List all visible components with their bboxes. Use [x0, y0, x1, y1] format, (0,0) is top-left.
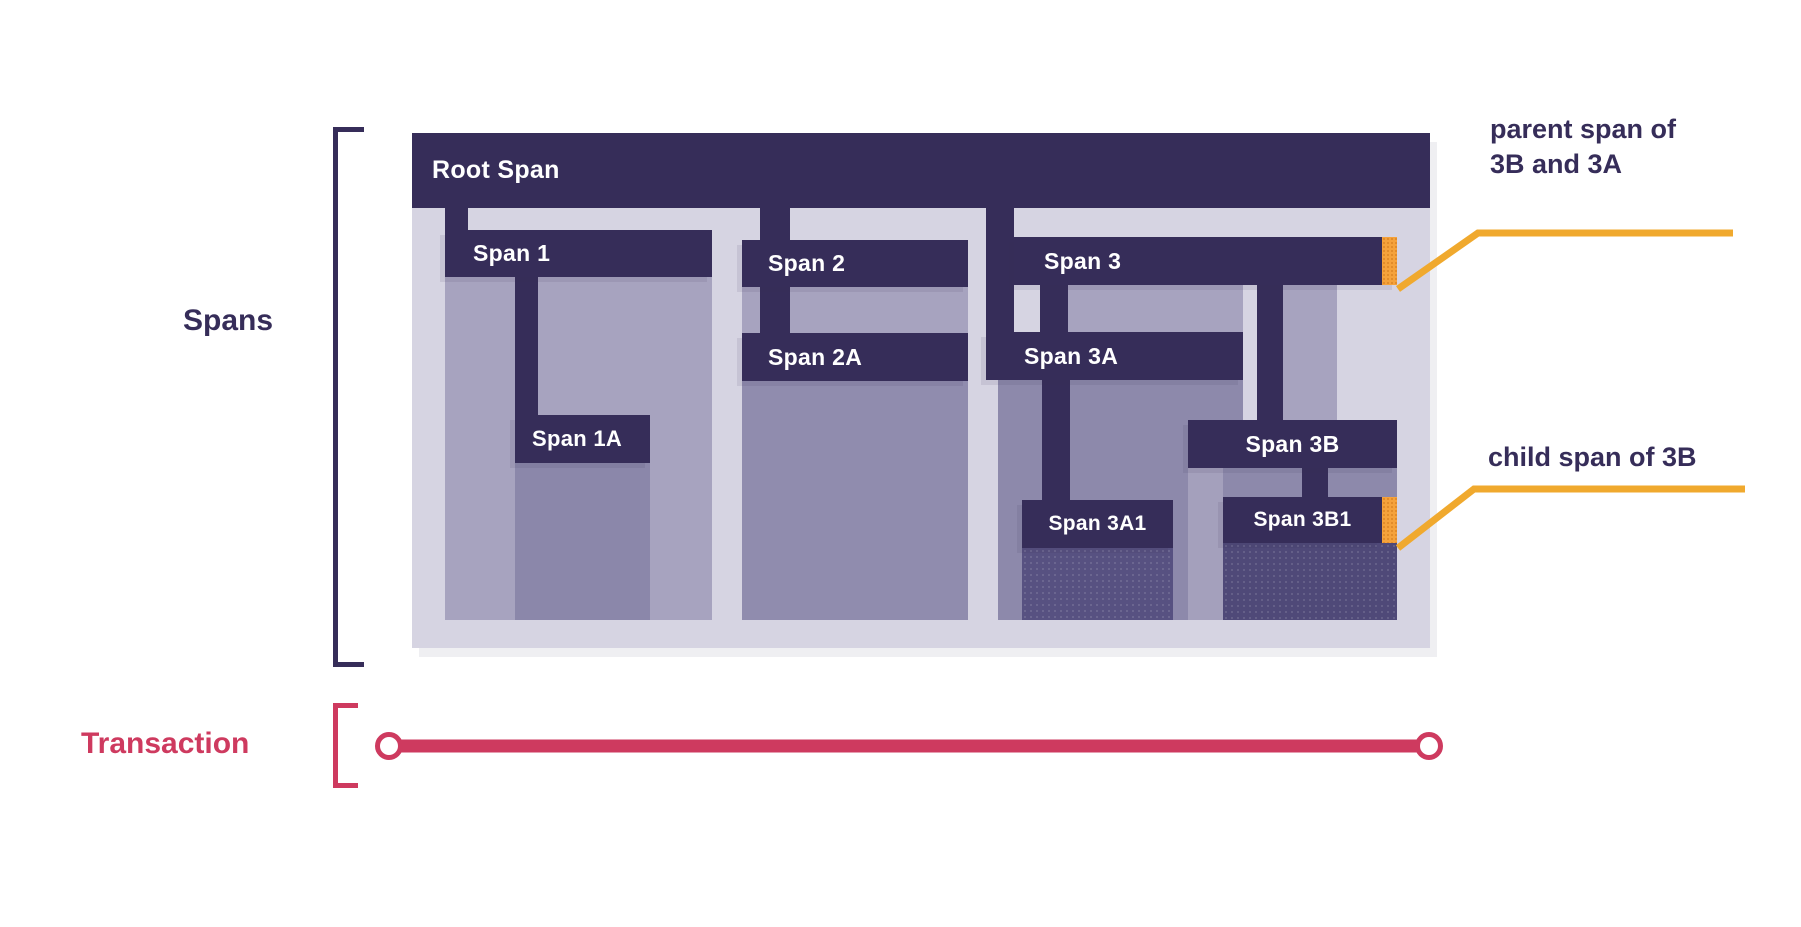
span3-to-span3b-connector: [1257, 285, 1283, 422]
span3-highlight-marker-icon: [1382, 237, 1397, 285]
root-span-bar: Root Span: [412, 133, 1430, 208]
span3b1-body: [1223, 543, 1397, 620]
span3-label: Span 3: [1044, 247, 1122, 274]
spans-bracket-icon: [333, 127, 364, 667]
transaction-bracket-icon: [333, 703, 358, 788]
span2a-bar: Span 2A: [742, 333, 968, 381]
spans-side-label: Spans: [183, 304, 273, 338]
span3b1-label: Span 3B1: [1253, 508, 1352, 531]
span3a-label: Span 3A: [1024, 342, 1119, 369]
span1a-label: Span 1A: [532, 426, 623, 451]
span3a1-body: [1022, 548, 1173, 620]
child-span-annotation-text: child span of 3B: [1488, 442, 1697, 472]
child-span-annotation: child span of 3B: [1488, 440, 1697, 475]
span3-bar: Span 3: [1014, 237, 1397, 285]
span3b1-highlight-marker-icon: [1382, 497, 1397, 543]
transaction-side-label-text: Transaction: [81, 727, 250, 760]
span1a-body: [515, 463, 650, 620]
span3b-to-span3b1-connector: [1302, 468, 1328, 499]
span3a1-label: Span 3A1: [1048, 512, 1147, 535]
span3a1-bar: Span 3A1: [1022, 500, 1173, 548]
span1a-bar: Span 1A: [515, 415, 650, 463]
span3b1-bar: Span 3B1: [1223, 497, 1382, 543]
span3-to-span3a-connector: [1040, 285, 1068, 334]
span3a-to-span3a1-connector: [1042, 380, 1070, 502]
transaction-start-endpoint-icon: [375, 732, 403, 760]
span3-body-right: [1283, 285, 1337, 420]
parent-callout-line: [1395, 229, 1733, 292]
span1-bar: Span 1: [445, 230, 712, 277]
root-span-label: Root Span: [432, 156, 560, 184]
span1-label: Span 1: [473, 240, 551, 266]
span2a-label: Span 2A: [768, 343, 863, 370]
parent-span-annotation-line1: parent span of: [1490, 114, 1677, 144]
child-callout-line: [1395, 485, 1745, 551]
span1-to-span1a-connector: [515, 277, 538, 417]
span2-bar: Span 2: [742, 240, 968, 287]
root-to-span1-connector: [445, 208, 468, 233]
spans-side-label-text: Spans: [183, 304, 274, 337]
root-to-span3a-connector: [986, 208, 1014, 334]
span2a-body: [742, 381, 968, 620]
span3-body-left: [1068, 285, 1243, 332]
span3b-bar: Span 3B: [1188, 420, 1397, 468]
span3a-bar: Span 3A: [986, 332, 1243, 380]
span3b-label: Span 3B: [1245, 430, 1340, 457]
transaction-end-endpoint-icon: [1415, 732, 1443, 760]
span2-label: Span 2: [768, 250, 846, 276]
span3b-body-left: [1188, 468, 1223, 620]
transaction-side-label: Transaction: [81, 727, 249, 761]
parent-span-annotation: parent span of 3B and 3A: [1490, 112, 1676, 182]
parent-span-annotation-line2: 3B and 3A: [1490, 149, 1623, 179]
